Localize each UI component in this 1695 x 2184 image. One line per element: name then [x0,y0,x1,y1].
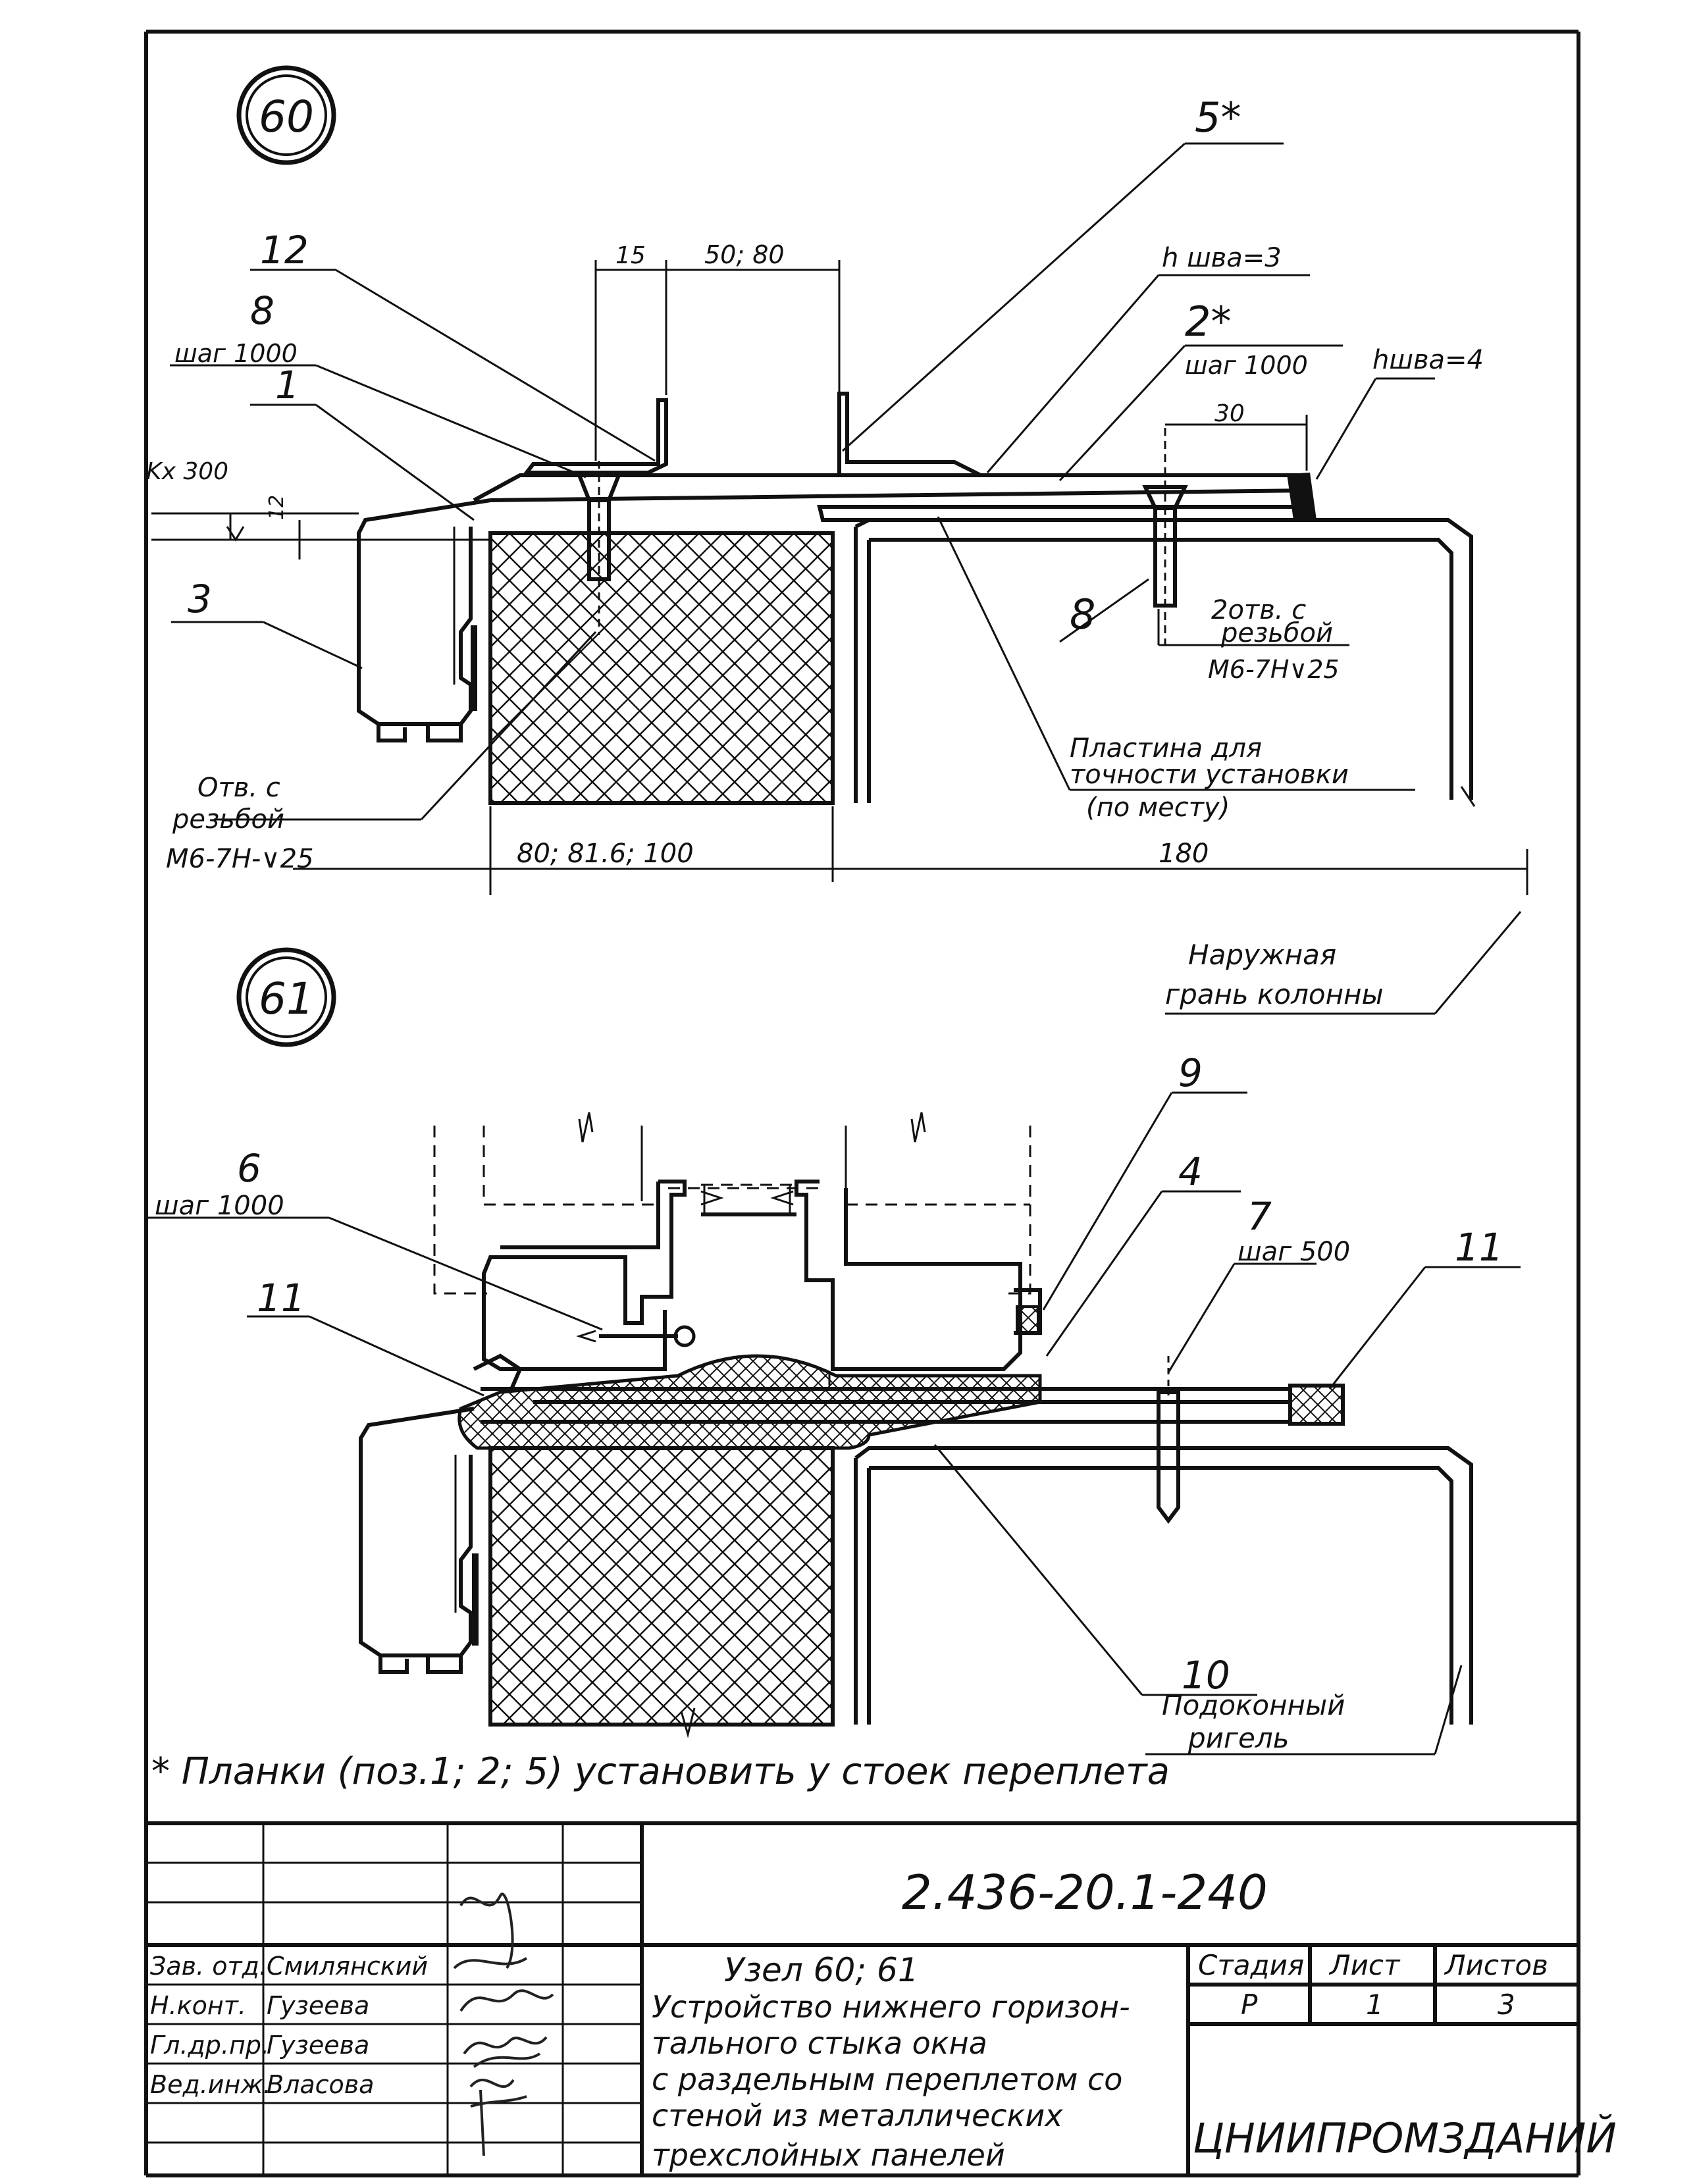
node-61-number: 61 [259,974,314,1024]
node-61-badge: 61 [236,947,336,1047]
label-hole-left-2: резьбой [172,804,284,835]
connector-61 [700,1183,796,1216]
organization: ЦНИИПРОМЗДАНИЙ [1193,2114,1617,2162]
label-plate-2: точности установки [1070,760,1349,790]
label-plate-1: Пластина для [1070,733,1262,764]
sash-left-61 [482,1180,696,1371]
dimensions-60 [151,260,1528,895]
label-pos-6: 6 [237,1146,261,1191]
sill-girder-61 [680,1446,1473,1738]
label-pos-3: 3 [188,577,212,621]
sill-girder-60 [854,518,1476,807]
labels-60: 12 8 шаг 1000 1 Kx 300 12 3 Отв. с резьб… [146,93,1484,1010]
handwritten-signatures [453,1892,554,2156]
label-column-1: Наружная [1188,939,1336,971]
insulation-block-60 [488,531,835,805]
label-pos-1: 1 [275,363,300,407]
label-hole-left-1: Отв. с [197,773,280,803]
label-hole-right-2: резьбой [1220,618,1333,648]
title-block-grid [146,1821,1578,2175]
label-pos-8-top-step: шаг 1000 [174,339,298,368]
label-pos-6-step: шаг 1000 [155,1191,284,1221]
label-pos-9: 9 [1178,1051,1203,1095]
sheet-frame [144,30,1580,2177]
label-dim-30: 30 [1214,400,1245,427]
labels-61: 6 шаг 1000 11 9 4 7 шаг 500 11 10 Подоко… [155,1051,1503,1754]
label-hole-right-3: М6-7Н∨25 [1208,655,1340,684]
sheets-header: Листов [1444,1949,1548,1981]
label-pos-5: 5* [1195,93,1241,142]
label-pos-7: 7 [1247,1194,1272,1239]
stage-value: Р [1241,1989,1258,2021]
node-60-number: 60 [259,91,314,142]
footnote: * Планки (поз.1; 2; 5) установить у стое… [151,1750,1170,1793]
label-plate-3: (по месту) [1086,793,1230,823]
label-pos-8-top: 8 [250,288,274,333]
screw-right-60 [1142,428,1188,645]
label-pos-2: 2* [1185,298,1231,346]
label-pos-8-right: 8 [1070,590,1095,638]
sheet-value: 1 [1366,1989,1384,2021]
role-4: Вед.инж. [150,2070,271,2099]
title-line-1: Узел 60; 61 [724,1951,919,1989]
seal-11-right [1288,1384,1345,1426]
screw-left-60 [576,461,622,635]
title-line-6: трехслойных панелей [652,2137,1005,2173]
label-dim-50-80: 50; 80 [704,240,785,269]
role-1-name: Смилянский [267,1952,428,1981]
role-2: Н.конт. [150,1991,246,2020]
label-dim-15: 15 [615,242,646,269]
node-60: 60 [146,65,1528,1015]
window-frame-profile-60 [357,498,491,742]
title-line-3: тального стыка окна [652,2025,987,2061]
label-sill-1: Подоконный [1162,1689,1345,1721]
planks-61 [473,1353,1345,1426]
label-dim-80: 80; 81.6; 100 [517,839,694,869]
label-pos-11-left: 11 [257,1276,305,1320]
glazing-frames-61 [433,1112,1031,1295]
signature-roles: Зав. отд. Смилянский Н.конт. Гузеева Гл.… [150,1952,428,2099]
label-pos-4: 4 [1178,1149,1203,1194]
document-code: 2.436-20.1-240 [902,1865,1268,1920]
title-line-5: стеной из металлических [652,2098,1063,2133]
label-k300: Kx 300 [146,458,228,485]
top-planks-60 [473,392,1317,522]
role-4-name: Власова [267,2070,374,2099]
role-3-name: Гузеева [267,2031,369,2060]
label-pos-12: 12 [260,228,309,273]
leaders-61 [148,1091,1521,1755]
sheet-header: Лист [1328,1949,1401,1981]
label-h12: 12 [265,495,288,520]
label-pos-7-step: шаг 500 [1238,1237,1350,1267]
label-h-weld-3: h шва=3 [1162,243,1282,273]
sash-right-61 [795,1180,1042,1371]
insulation-block-61 [488,1446,835,1727]
window-frame-profile-61 [359,1407,479,1674]
label-dim-180: 180 [1159,839,1209,869]
stage-header: Стадия [1198,1949,1304,1981]
role-3: Гл.др.пр. [150,2031,269,2060]
label-hole-right-1: 2отв. с [1211,595,1306,625]
title-line-4: с раздельным переплетом со [652,2062,1122,2097]
label-pos-11-right: 11 [1455,1225,1503,1270]
label-pos-2-step: шаг 1000 [1185,351,1308,380]
leaders-60 [170,142,1522,1015]
label-sill-2: ригель [1187,1722,1289,1754]
role-2-name: Гузеева [267,1991,369,2020]
node-60-badge: 60 [236,65,336,165]
label-h-weld-4: hшва=4 [1372,345,1484,375]
role-1: Зав. отд. [150,1952,267,1981]
title-block: 2.436-20.1-240 Узел 60; 61 Устройство ни… [146,1821,1617,2175]
seal-9 [1016,1305,1039,1334]
title-line-2: Устройство нижнего горизон- [652,1989,1130,2025]
label-hole-left-3: М6-7Н-∨25 [166,844,314,874]
nail-7 [1157,1356,1180,1524]
label-column-2: грань колонны [1165,978,1384,1010]
sheets-value: 3 [1498,1989,1515,2021]
node-61: 61 [148,947,1521,1755]
label-pos-10: 10 [1182,1653,1230,1698]
